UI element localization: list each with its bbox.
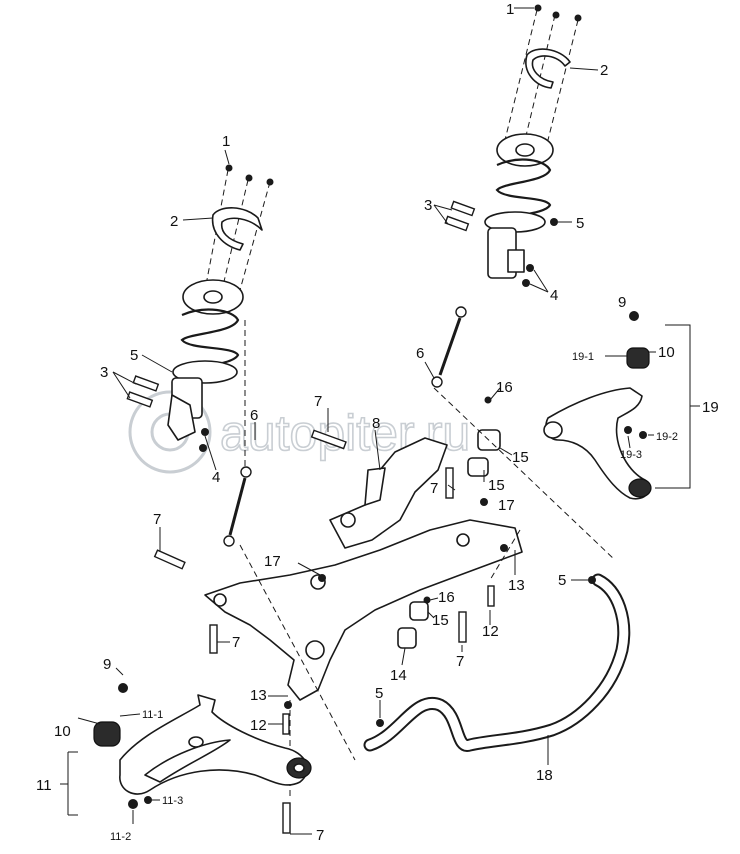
callout-3: 3 [424, 197, 432, 214]
callout-4: 4 [550, 287, 558, 304]
strut-retaining-bracket-left [211, 207, 263, 251]
callout-17: 17 [498, 497, 515, 514]
callout-11-1: 11-1 [142, 709, 163, 721]
top-nut-icon [534, 4, 542, 12]
callout-7: 7 [314, 393, 322, 410]
callout-7: 7 [316, 827, 324, 844]
callout-5: 5 [558, 572, 566, 589]
strut-retaining-bracket [525, 48, 571, 89]
callout-15: 15 [512, 449, 529, 466]
callout-9: 9 [618, 294, 626, 311]
callout-19-3: 19-3 [620, 449, 642, 461]
callout-12: 12 [482, 623, 499, 640]
lower-control-arm-right [543, 311, 700, 500]
strut-bolts-right [444, 200, 534, 287]
stabilizer-link-left [223, 422, 256, 547]
callout-13: 13 [508, 577, 525, 594]
callout-7: 7 [232, 634, 240, 651]
callout-6: 6 [250, 407, 258, 424]
ball-joint-right [626, 347, 650, 369]
callout-14: 14 [390, 667, 407, 684]
subframe-bolts [153, 429, 508, 834]
subframe-body [204, 519, 523, 701]
callout-7: 7 [430, 480, 438, 497]
callout-1: 1 [222, 133, 230, 150]
callout-15: 15 [488, 477, 505, 494]
callout-16: 16 [438, 589, 455, 606]
callout-7: 7 [153, 511, 161, 528]
callout-5: 5 [130, 347, 138, 364]
callout-19-1: 19-1 [572, 351, 594, 363]
callout-11-2: 11-2 [110, 831, 131, 843]
callout-11-3: 11-3 [162, 795, 183, 807]
lower-control-arm-left [60, 683, 312, 824]
callout-12: 12 [250, 717, 267, 734]
callout-9: 9 [103, 656, 111, 673]
callout-labels: 1 1 2 2 3 3 4 4 5 5 5 5 6 6 7 7 7 7 7 7 … [36, 1, 719, 844]
callout-3: 3 [100, 364, 108, 381]
callout-10: 10 [54, 723, 71, 740]
callout-16: 16 [496, 379, 513, 396]
callout-4: 4 [212, 469, 220, 486]
callout-8: 8 [372, 415, 380, 432]
strut-bolts-left [126, 375, 209, 452]
callout-13: 13 [250, 687, 267, 704]
callout-7: 7 [456, 653, 464, 670]
callout-15: 15 [432, 612, 449, 629]
callout-2: 2 [600, 62, 608, 79]
callout-18: 18 [536, 767, 553, 784]
left-strut-assembly [112, 149, 274, 471]
callout-19: 19 [702, 399, 719, 416]
callout-6: 6 [416, 345, 424, 362]
callout-2: 2 [170, 213, 178, 230]
ball-joint-left [93, 721, 121, 747]
subframe [204, 437, 523, 701]
callout-10: 10 [658, 344, 675, 361]
stabilizer-link-right [424, 306, 467, 388]
callout-17: 17 [264, 553, 281, 570]
callout-11: 11 [36, 777, 52, 794]
callout-1: 1 [506, 1, 514, 18]
stabilizer-bar [363, 573, 631, 765]
callout-19-2: 19-2 [656, 431, 678, 443]
misc-leader-lines [115, 408, 516, 835]
callout-5: 5 [576, 215, 584, 232]
callout-5: 5 [375, 685, 383, 702]
right-strut-assembly [433, 4, 599, 293]
